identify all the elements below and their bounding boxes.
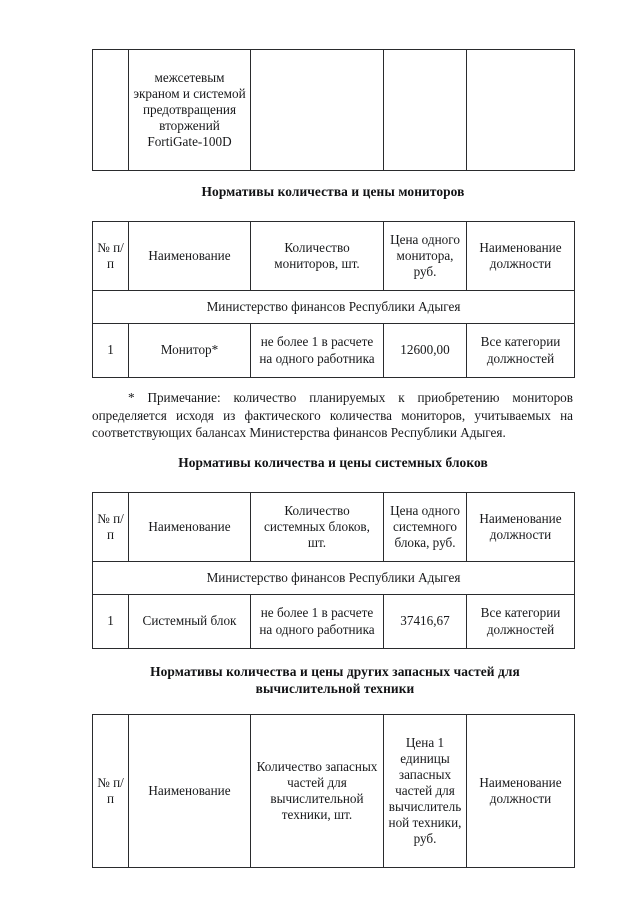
heading-spare-parts-line1: Нормативы количества и цены других запас… [150, 664, 520, 679]
cell-number [92, 49, 129, 171]
heading-monitors: Нормативы количества и цены мониторов [201, 184, 465, 199]
cell-number: 1 [92, 594, 129, 649]
cell-quantity: не более 1 в расчете на одного работника [250, 323, 384, 378]
cell-number: 1 [92, 323, 129, 378]
table-organization-row: Министерство финансов Республики Адыгея [92, 290, 575, 324]
heading-system-units: Нормативы количества и цены системных бл… [178, 455, 488, 470]
header-name: Наименование [128, 714, 251, 868]
header-quantity: Количество системных блоков, шт. [250, 492, 384, 562]
cell-position [466, 49, 575, 171]
monitors-table: № п/п Наименование Количество мониторов,… [92, 221, 575, 378]
table-header-row: № п/п Наименование Количество системных … [92, 492, 575, 562]
table-row: 1 Монитор* не более 1 в расчете на одног… [92, 323, 575, 378]
header-name: Наименование [128, 492, 251, 562]
continued-equipment-table: межсетевым экраном и системой предотвращ… [92, 49, 575, 171]
header-quantity: Количество мониторов, шт. [250, 221, 384, 291]
header-price: Цена одного системного блока, руб. [383, 492, 467, 562]
cell-price: 12600,00 [383, 323, 467, 378]
table-header-row: № п/п Наименование Количество мониторов,… [92, 221, 575, 291]
system-units-table: № п/п Наименование Количество системных … [92, 492, 575, 649]
cell-quantity: не более 1 в расчете на одного работника [250, 594, 384, 649]
spare-parts-table: № п/п Наименование Количество запасных ч… [92, 714, 575, 868]
header-price: Цена 1 единицы запасных частей для вычис… [383, 714, 467, 868]
cell-position: Все категории должностей [466, 594, 575, 649]
cell-name: Монитор* [128, 323, 251, 378]
header-number: № п/п [92, 492, 129, 562]
header-position: Наименование должности [466, 714, 575, 868]
table-row: межсетевым экраном и системой предотвращ… [92, 49, 575, 171]
header-quantity: Количество запасных частей для вычислите… [250, 714, 384, 868]
cell-name: межсетевым экраном и системой предотвращ… [128, 49, 251, 171]
monitors-note-paragraph: * Примечание: количество планируемых к п… [92, 390, 573, 441]
table-organization-row: Министерство финансов Республики Адыгея [92, 561, 575, 595]
table-header-row: № п/п Наименование Количество запасных ч… [92, 714, 575, 868]
header-price: Цена одного монитора, руб. [383, 221, 467, 291]
header-number: № п/п [92, 714, 129, 868]
cell-quantity [250, 49, 384, 171]
cell-name: Системный блок [128, 594, 251, 649]
heading-spare-parts-line2: вычислительной техники [255, 681, 415, 697]
cell-price [383, 49, 467, 171]
table-row: 1 Системный блок не более 1 в расчете на… [92, 594, 575, 649]
header-position: Наименование должности [466, 221, 575, 291]
cell-price: 37416,67 [383, 594, 467, 649]
cell-organization: Министерство финансов Республики Адыгея [92, 290, 575, 324]
header-number: № п/п [92, 221, 129, 291]
header-position: Наименование должности [466, 492, 575, 562]
heading-spare-parts: Нормативы количества и цены других запас… [120, 663, 550, 697]
cell-position: Все категории должностей [466, 323, 575, 378]
header-name: Наименование [128, 221, 251, 291]
cell-organization: Министерство финансов Республики Адыгея [92, 561, 575, 595]
